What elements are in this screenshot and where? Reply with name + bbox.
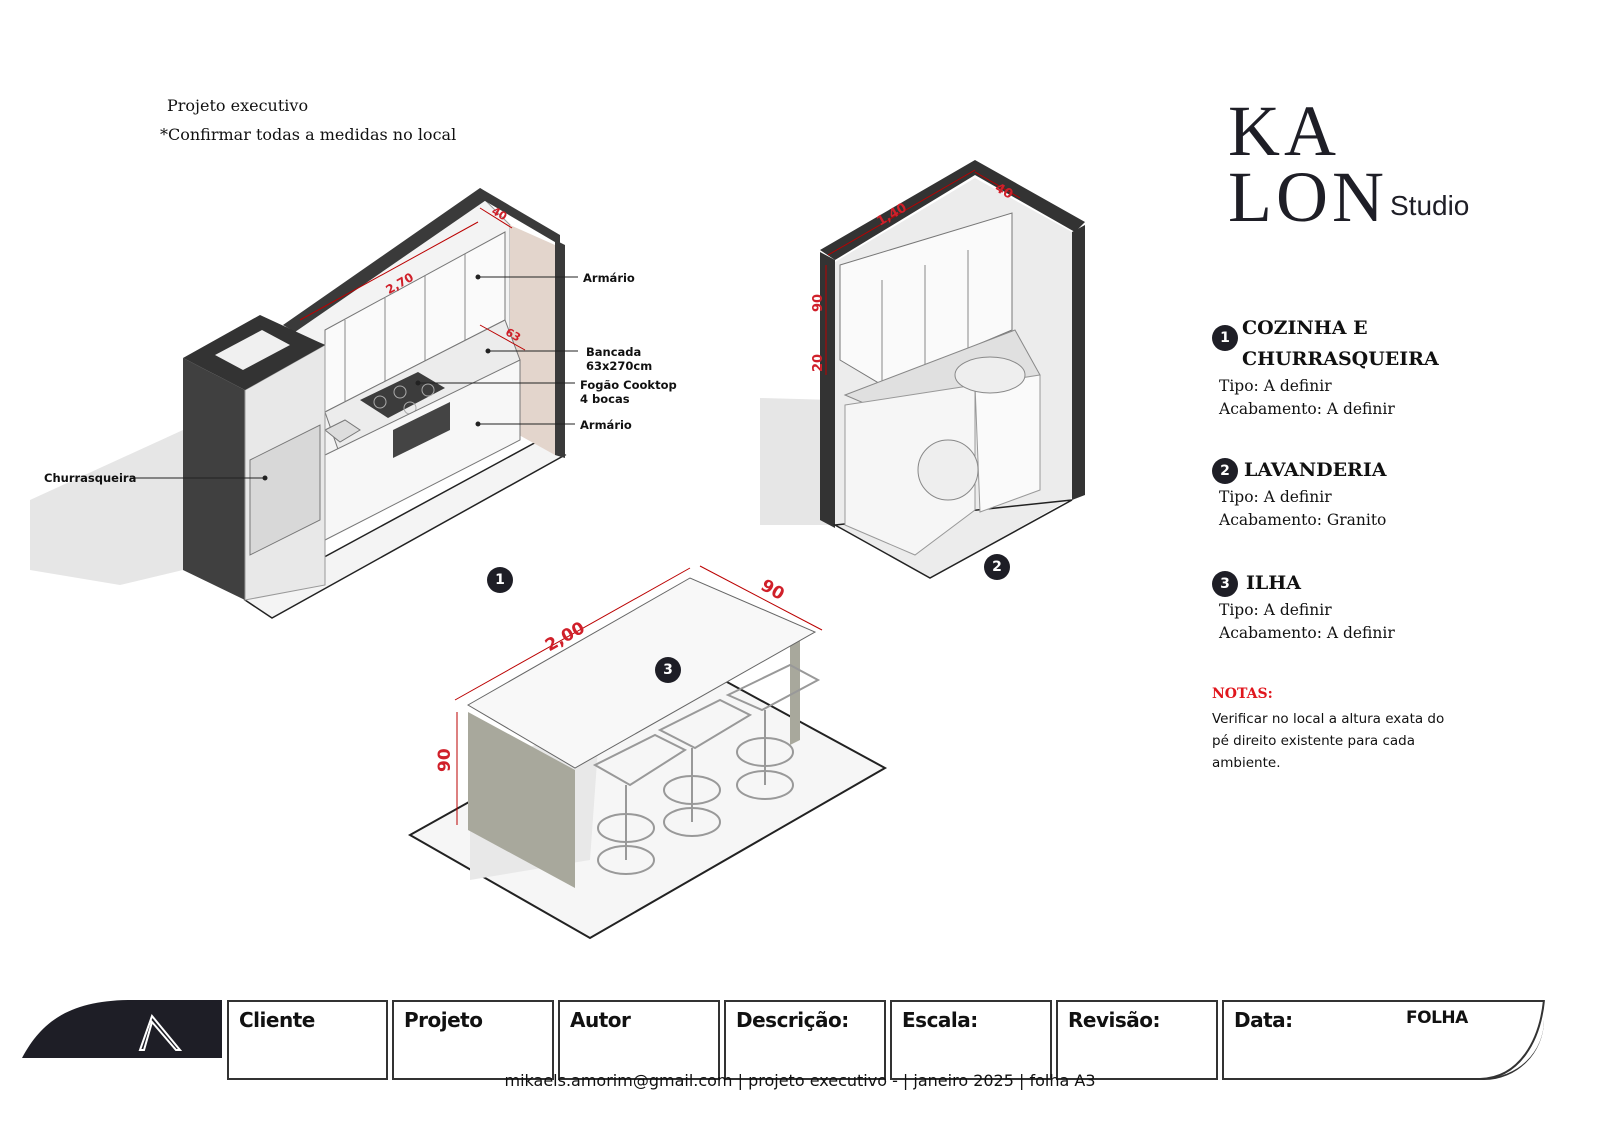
drawing-laundry: 1,40 40 90 20 [760,160,1085,579]
title-cell-cliente: Cliente [227,1000,388,1080]
sink [324,419,361,443]
pillar-opening [215,330,290,370]
section-acabamento: Acabamento: A definir [1219,400,1395,418]
label-cooktop-line2: 4 bocas [580,392,630,406]
label-churrasqueira: Churrasqueira [44,471,137,485]
stools [592,663,821,875]
section-lavanderia: 2 LAVANDERIA Tipo: A definir Acabamento:… [1212,455,1386,532]
washer [844,384,976,556]
notes-title: NOTAS: [1212,686,1273,702]
section-tipo: Tipo: A definir [1219,488,1332,506]
wall-top [283,188,492,332]
oven-strip [393,402,450,458]
island-top [467,577,817,769]
label-armario-lower: Armário [580,418,632,432]
island-side [468,712,575,888]
dim-depth: 90 [757,576,788,605]
tank-cabinet [974,374,1041,513]
title-block-curve [1480,1000,1545,1080]
title-cell-escala: Escala: [890,1000,1052,1080]
wall-edge [555,240,565,458]
right-wall-edge [1072,225,1085,500]
title-cell-projeto: Projeto [392,1000,554,1080]
title-cell-label: Data: [1234,1008,1293,1032]
title-cell-revisao: Revisão: [1056,1000,1218,1080]
dim-height-cabinet: 90 [811,294,826,312]
section-badge: 3 [1212,570,1238,597]
label-cooktop-line1: Fogão Cooktop [580,378,677,392]
section-acabamento: Acabamento: Granito [1219,511,1387,529]
drawing-badge-1: 1 [487,567,513,593]
section-acabamento: Acabamento: A definir [1219,624,1395,642]
section-title-line2: CHURRASQUEIRA [1242,348,1439,370]
title-cell-data: Data: FOLHA [1222,1000,1544,1080]
dim-height: 90 [435,748,455,772]
left-wall-edge [820,252,835,528]
section-tipo: Tipo: A definir [1219,601,1332,619]
title-block-logo [22,1000,222,1058]
label-bancada-line2: 63x270cm [586,359,653,373]
drawing-badge-3: 3 [655,657,681,683]
wall-top [480,188,560,245]
logo-line1: KA [1228,91,1340,171]
title-cell-label: Autor [570,1008,631,1032]
shadow [30,430,183,585]
notes-text: Verificar no local a altura exata do pé … [1212,711,1445,771]
title-cell-folha: FOLHA [1406,1008,1468,1028]
title-cell-label: Escala: [902,1008,978,1032]
section-title-line1: COZINHA E [1242,317,1368,339]
title-cell-label: Projeto [404,1008,483,1032]
section-tipo: Tipo: A definir [1219,377,1332,395]
label-bancada-line1: Bancada [586,345,642,359]
section-title: ILHA [1246,572,1301,594]
header-note: *Confirmar todas a medidas no local [160,125,457,144]
title-cell-label: Revisão: [1068,1008,1161,1032]
header-project-type: Projeto executivo [167,96,309,115]
section-ilha: 3 ILHA Tipo: A definir Acabamento: A def… [1212,568,1395,645]
logo-sub: Studio [1389,190,1470,221]
label-armario-upper: Armário [583,271,635,285]
section-title: LAVANDERIA [1244,459,1387,481]
pillar-front [183,358,245,600]
drawing-badge-2: 2 [984,554,1010,580]
drawing-kitchen: 2,70 40 63 [30,188,578,619]
logo-a-icon [138,1013,183,1051]
studio-logo: KA LON Studio [1228,91,1470,237]
tank [954,356,1026,394]
title-cell-label: Cliente [239,1008,315,1032]
footer-info: mikaels.amorim@gmail.com | projeto execu… [504,1071,1096,1090]
section-badge: 1 [1212,325,1238,351]
title-cell-autor: Autor [558,1000,720,1080]
logo-line2: LON [1228,157,1388,237]
title-cell-descricao: Descrição: [724,1000,886,1080]
side-wall [510,225,555,455]
wall-top [820,160,1085,260]
section-cozinha: 1 COZINHA E CHURRASQUEIRA Tipo: A definir… [1212,313,1439,421]
drawing-island: 2,00 90 90 [407,565,888,940]
title-cell-label: Descrição: [736,1008,849,1032]
section-badge: 2 [1212,457,1238,484]
shadow [760,398,835,525]
barbecue [249,424,321,556]
washer-door [917,439,979,501]
dim-gap: 20 [811,354,826,372]
isometric-drawings: 2,70 40 63 1,40 40 90 20 [30,160,1085,940]
